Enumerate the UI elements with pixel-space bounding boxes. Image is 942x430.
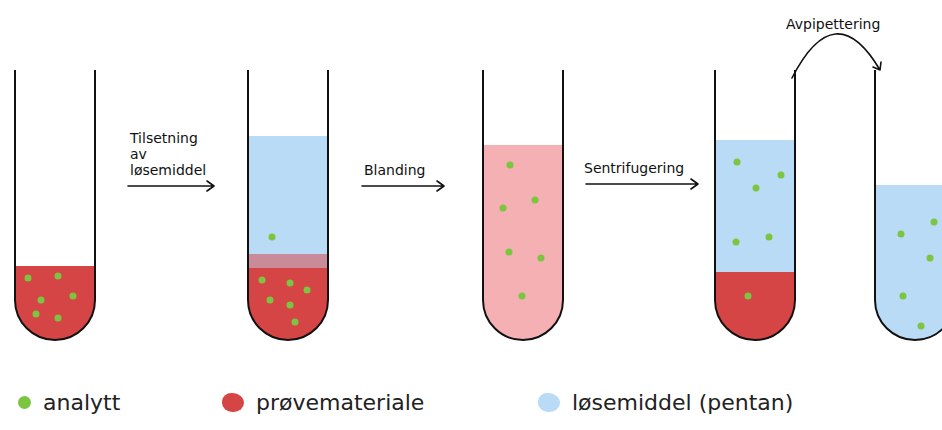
step-label: Sentrifugering <box>584 160 684 176</box>
step-label: Avpipettering <box>786 16 880 32</box>
legend-text: prøvemateriale <box>256 390 424 415</box>
legend-item: prøvemateriale <box>222 390 424 415</box>
legend-item: løsemiddel (pentan) <box>538 390 793 415</box>
legend-item: analytt <box>18 390 120 415</box>
legend-swatch <box>222 393 244 412</box>
legend-text: analytt <box>43 390 120 415</box>
step-label: Tilsetning av løsemiddel <box>130 130 214 178</box>
legend-text: løsemiddel (pentan) <box>572 390 793 415</box>
legend-swatch <box>18 396 31 409</box>
legend-swatch <box>538 393 560 412</box>
step-label: Blanding <box>364 162 425 178</box>
